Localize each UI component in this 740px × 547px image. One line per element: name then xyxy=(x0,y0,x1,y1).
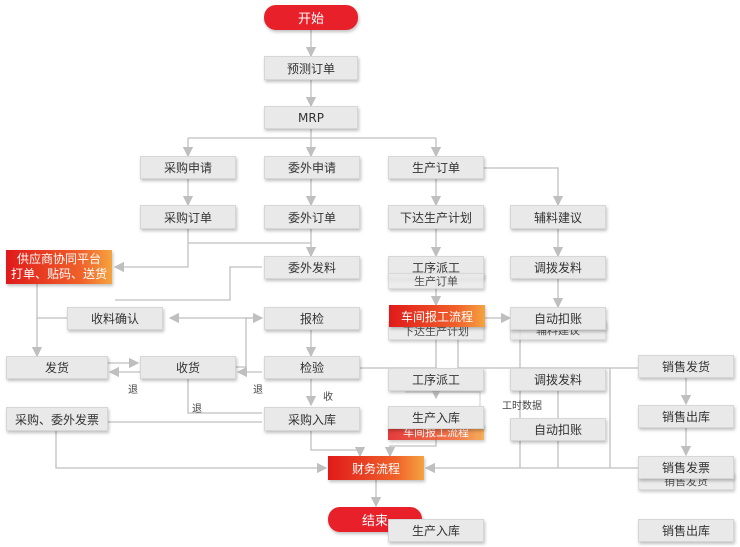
start-node: 开始 xyxy=(264,5,358,30)
supplier-platform-line1: 供应商协同平台 xyxy=(16,252,101,266)
supplier-platform-node: 供应商协同平台 打单、贴码、送货 xyxy=(6,250,112,284)
purchase-order-node: 采购订单 xyxy=(140,205,236,229)
sales-invoice-node: 销售发票 xyxy=(638,456,734,479)
mrp-node: MRP xyxy=(264,106,358,129)
transfer-issue-mid-node: 调拨发料 xyxy=(510,368,606,391)
receiving-node: 收货 xyxy=(140,356,236,379)
return-label-3: 退 xyxy=(192,404,202,415)
purchase-storage-node: 采购入库 xyxy=(264,407,360,431)
purchase-request-node: 采购申请 xyxy=(140,156,236,179)
receipt-confirm-node: 收料确认 xyxy=(67,307,163,330)
return-label-1: 退 xyxy=(128,385,138,396)
purchase-outsource-invoice-node: 采购、委外发票 xyxy=(6,407,108,431)
sales-shipping-node: 销售发货 xyxy=(638,355,734,378)
return-label-2: 退 xyxy=(253,385,263,396)
sales-outbound-bottom-node: 销售出库 xyxy=(638,519,734,542)
work-hours-label: 工时数据 xyxy=(502,401,542,412)
receive-label: 收 xyxy=(323,392,333,403)
process-dispatch-mid-node: 工序派工 xyxy=(388,368,484,391)
shipping-node: 发货 xyxy=(6,356,108,379)
outsource-request-node: 委外申请 xyxy=(264,156,360,179)
production-storage-bottom-node: 生产入库 xyxy=(388,519,484,542)
production-order-node: 生产订单 xyxy=(388,156,484,179)
workshop-report-node: 车间报工流程 xyxy=(389,305,485,327)
supplier-platform-line2: 打单、贴码、送货 xyxy=(10,267,107,281)
inspection-node: 检验 xyxy=(264,356,360,379)
outsource-issue-node: 委外发料 xyxy=(264,256,360,279)
outsource-order-node: 委外订单 xyxy=(264,205,360,229)
production-storage-mid-node: 生产入库 xyxy=(388,406,484,429)
aux-material-suggestion-node: 辅料建议 xyxy=(510,205,606,229)
auto-deduct-mid-node: 自动扣账 xyxy=(510,418,606,441)
sales-outbound-node: 销售出库 xyxy=(638,405,734,428)
finance-flow-node: 财务流程 xyxy=(328,456,424,480)
transfer-issue-top-node: 调拨发料 xyxy=(510,256,606,279)
auto-deduct-top-node: 自动扣账 xyxy=(510,307,606,330)
inspection-report-node: 报检 xyxy=(264,307,360,330)
ghost-production-order: 生产订单 xyxy=(388,273,484,289)
forecast-order-node: 预测订单 xyxy=(264,56,358,80)
issue-production-plan-node: 下达生产计划 xyxy=(388,205,484,229)
